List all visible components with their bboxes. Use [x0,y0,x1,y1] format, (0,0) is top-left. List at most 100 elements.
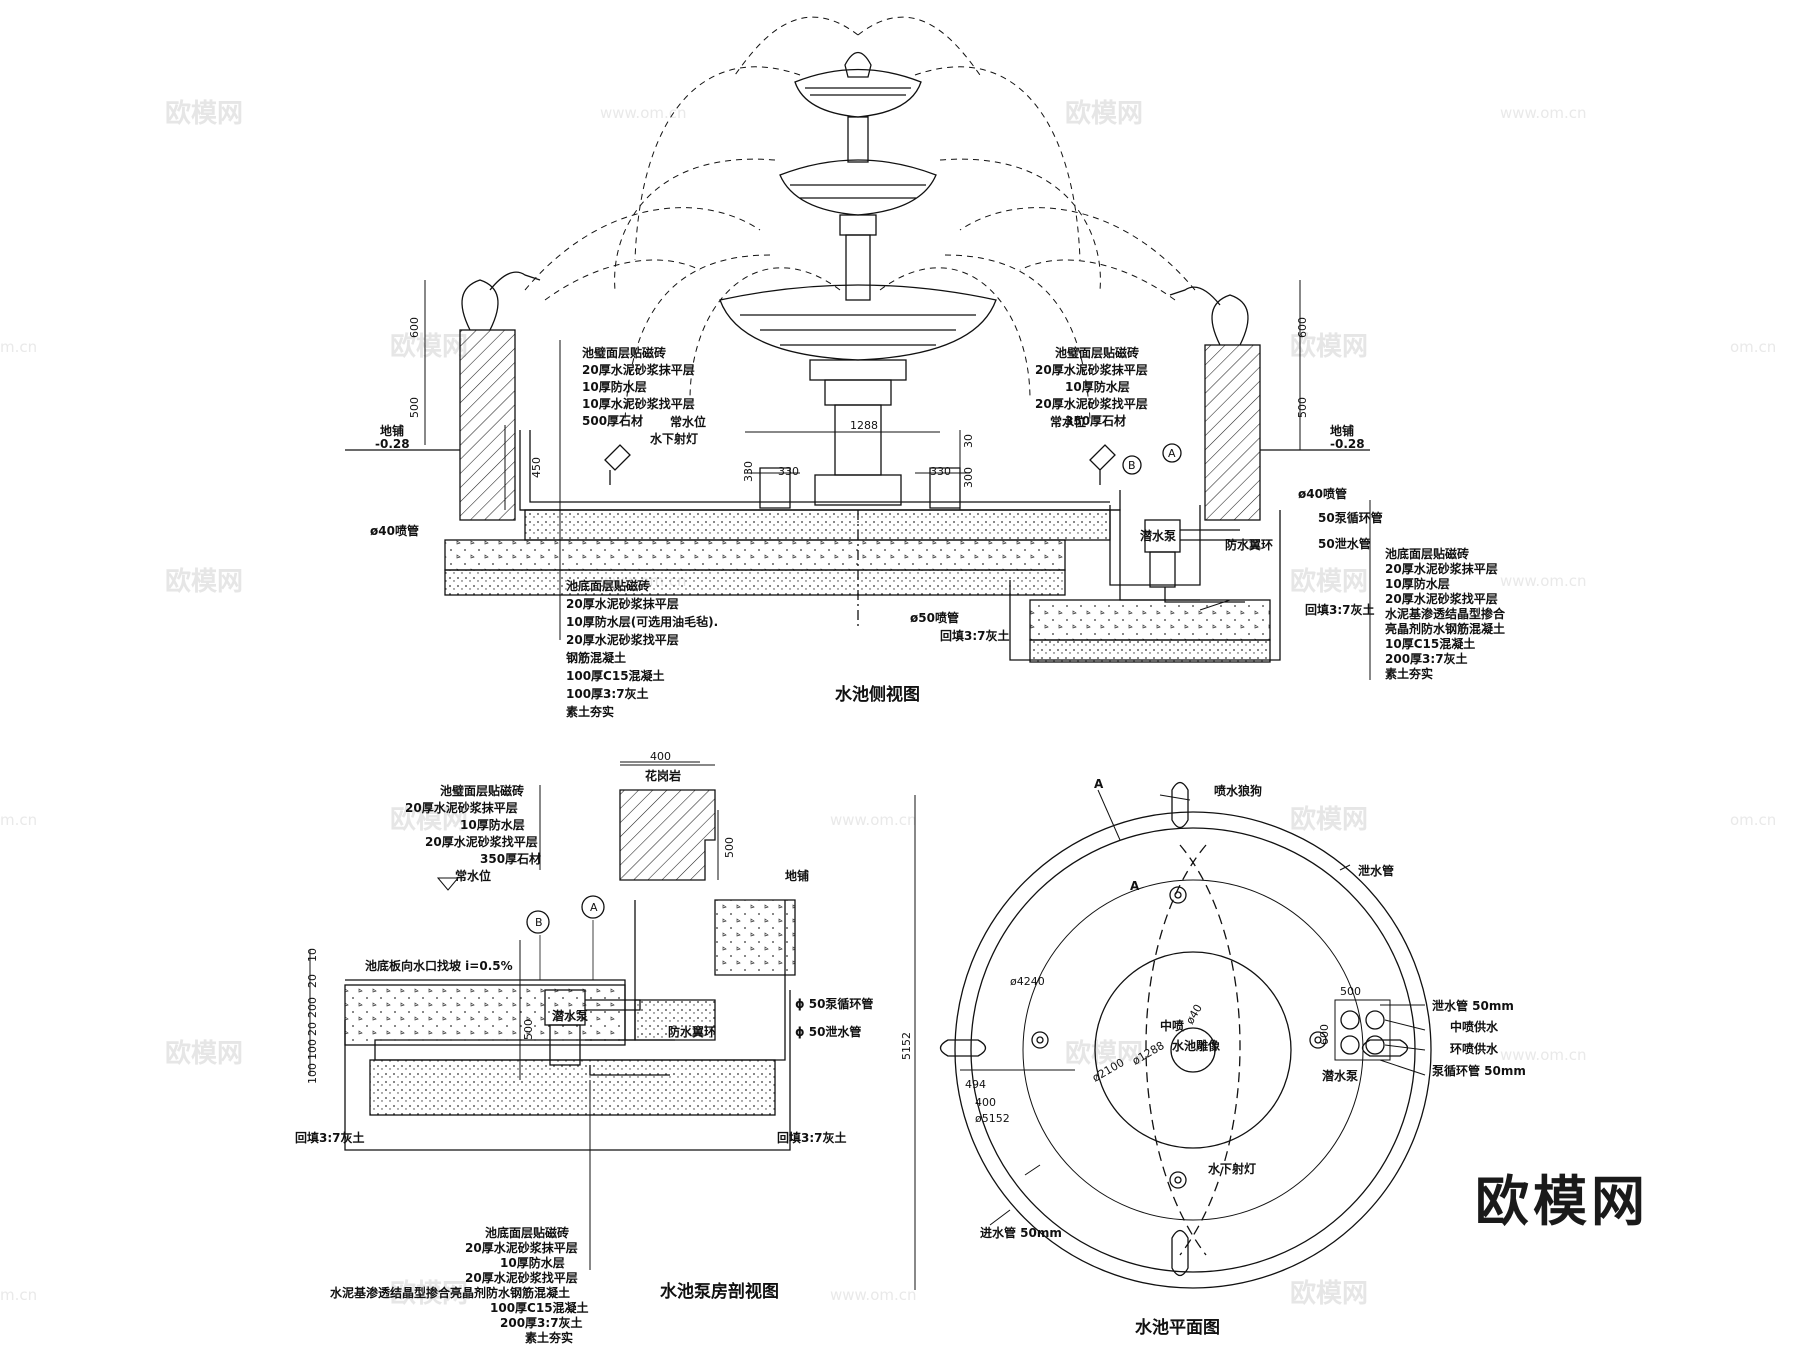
layer-label: 20厚水泥砂浆找平层 [566,632,679,647]
side-view-text: 池璧面层贴磁砖 20厚水泥砂浆抹平层 10厚防水层 10厚水泥砂浆找平层 500… [370,317,1509,719]
dim: ø40 [1183,1002,1205,1026]
watermark-brand: 欧模网 [165,566,243,597]
layer-label: 亮晶剂防水钢筋混凝土 [1385,621,1505,636]
dim: 500 [522,1019,535,1040]
spray-pipe-label: ø40喷管 [1298,486,1347,501]
dim: 500 [408,397,421,418]
light-label: 水下射灯 [650,431,698,446]
inlet-label: 进水管 50mm [980,1225,1062,1240]
layer-label: 10厚防水层 [582,379,647,394]
slope-label: 池底板向水口找坡 i=0.5% [365,958,513,973]
spray-pipe-label: ø40喷管 [370,523,419,538]
mark-a: A [1130,879,1140,893]
layer-label: 20厚水泥砂浆找平层 [1385,591,1498,606]
dim: 494 [965,1078,986,1091]
watermark-site: om.cn [1730,338,1776,356]
circ-r-label: 泵循环管 50mm [1432,1063,1526,1078]
dim: 450 [530,457,543,478]
mark-a: A [1094,777,1104,791]
layer-label: 100厚3:7灰土 [566,686,649,701]
jet-nozzles [1031,886,1327,1189]
dim: 400 [650,750,671,763]
brand-logo: 欧模网 [1475,1170,1649,1233]
layer-label: 20厚水泥砂浆抹平层 [465,1240,578,1255]
underwater-lights [604,444,1116,485]
dim: 200 [306,997,319,1018]
pump-section [309,761,796,1270]
backfill-label: 回填3:7灰土 [295,1130,365,1145]
backfill-label: 回填3:7灰土 [777,1130,847,1145]
layer-label: 素土夯实 [525,1330,573,1345]
watermark-brand: 欧模网 [390,804,468,835]
watermark-brand: 欧模网 [1065,1038,1143,1069]
side-view-title: 水池侧视图 [835,684,920,705]
paving-label: 地铺 [380,423,404,438]
plan-leader-lines [914,789,1426,1290]
layer-label: 20厚水泥砂浆抹平层 [566,596,679,611]
drain-pipe-label: ϕ 50泄水管 [795,1024,861,1039]
wall-layers-right: 池璧面层贴磁砖 20厚水泥砂浆抹平层 10厚防水层 20厚水泥砂浆找平层 350… [1035,345,1152,428]
level-label: -0.28 [375,437,410,451]
dim: 500 [723,837,736,858]
water-level-label: 常水位 [455,868,491,883]
layer-label: 10厚防水层 [500,1255,565,1270]
ring-supply-label: 环喷供水 [1450,1041,1499,1056]
layer-label: 350厚石材 [480,851,541,866]
dim: 500 [1296,397,1309,418]
layer-label: 池底面层贴磁砖 [485,1225,569,1240]
pump-dim-lines [309,761,719,1270]
ring-label: 防水翼环 [668,1024,716,1039]
drain-pipe-label: 50泄水管 [1318,536,1371,551]
marker-a: A [1168,447,1176,460]
pump-wall-layers: 池璧面层贴磁砖 20厚水泥砂浆抹平层 10厚防水层 20厚水泥砂浆找平层 350… [405,783,542,866]
layer-label: 20厚水泥砂浆抹平层 [1385,561,1498,576]
watermark-brand: 欧模网 [390,1278,468,1309]
dog-statues [939,781,1409,1277]
watermark-site: www.om.cn [830,811,917,829]
layer-label: 素土夯实 [566,704,614,719]
dim: 330 [930,465,951,478]
layer-label: 池璧面层贴磁砖 [1055,345,1139,360]
dim: 600 [408,317,421,338]
pump-section-title: 水池泵房剖视图 [660,1281,779,1302]
pump-bottom-layers: 池底面层贴磁砖 20厚水泥砂浆抹平层 10厚防水层 20厚水泥砂浆找平层 水泥基… [330,1225,593,1345]
backfill-label: 回填3:7灰土 [1305,602,1375,617]
water-level-label: 常水位 [1050,414,1086,429]
layer-label: 20厚水泥砂浆找平层 [465,1270,578,1285]
light-label: 水下射灯 [1208,1161,1256,1176]
layer-label: 10厚防水层 [460,817,525,832]
watermark-brand: 欧模网 [1290,331,1368,362]
dimension-lines [424,280,1371,680]
plan-view [914,781,1432,1290]
granite-label: 花岗岩 [645,768,681,783]
pump-layers: 池底面层贴磁砖 20厚水泥砂浆抹平层 10厚防水层 20厚水泥砂浆找平层 水泥基… [1385,546,1509,681]
layer-label: 200厚3:7灰土 [500,1315,583,1330]
dim: 30 [962,434,975,448]
pool-section [345,271,1370,663]
watermark-brand: 欧模网 [1290,1278,1368,1309]
layer-label: 20厚水泥砂浆找平层 [425,834,538,849]
watermark-brand: 欧模网 [1290,566,1368,597]
layer-label: 20厚水泥砂浆抹平层 [1035,362,1148,377]
dim: 600 [1318,1024,1331,1045]
layer-label: 500厚石材 [582,413,643,428]
watermark-site: m.cn [0,1286,37,1304]
pump-equipment [1122,443,1260,603]
watermark-site: www.om.cn [600,104,687,122]
layer-label: 水泥基渗透结晶型掺合 [1385,606,1506,621]
layer-label: 350厚石材 [1065,413,1126,428]
layer-label: 10厚防水层 [1065,379,1130,394]
layer-label: 20厚水泥砂浆找平层 [1035,396,1148,411]
layer-label: 10厚防水层(可选用油毛毡). [566,614,718,629]
layer-label: 水泥基渗透结晶型掺合亮晶剂防水钢筋混凝土 [330,1285,570,1300]
dim: 100 [306,1063,319,1084]
watermark-site: www.om.cn [1500,572,1587,590]
dim: 100 [306,1039,319,1060]
pump-label: 潜水泵 [552,1008,588,1023]
watermark-site: www.om.cn [830,1286,917,1304]
layer-label: 10厚防水层 [1385,576,1450,591]
dim: 20 [306,974,319,988]
layer-label: 20厚水泥砂浆抹平层 [582,362,695,377]
